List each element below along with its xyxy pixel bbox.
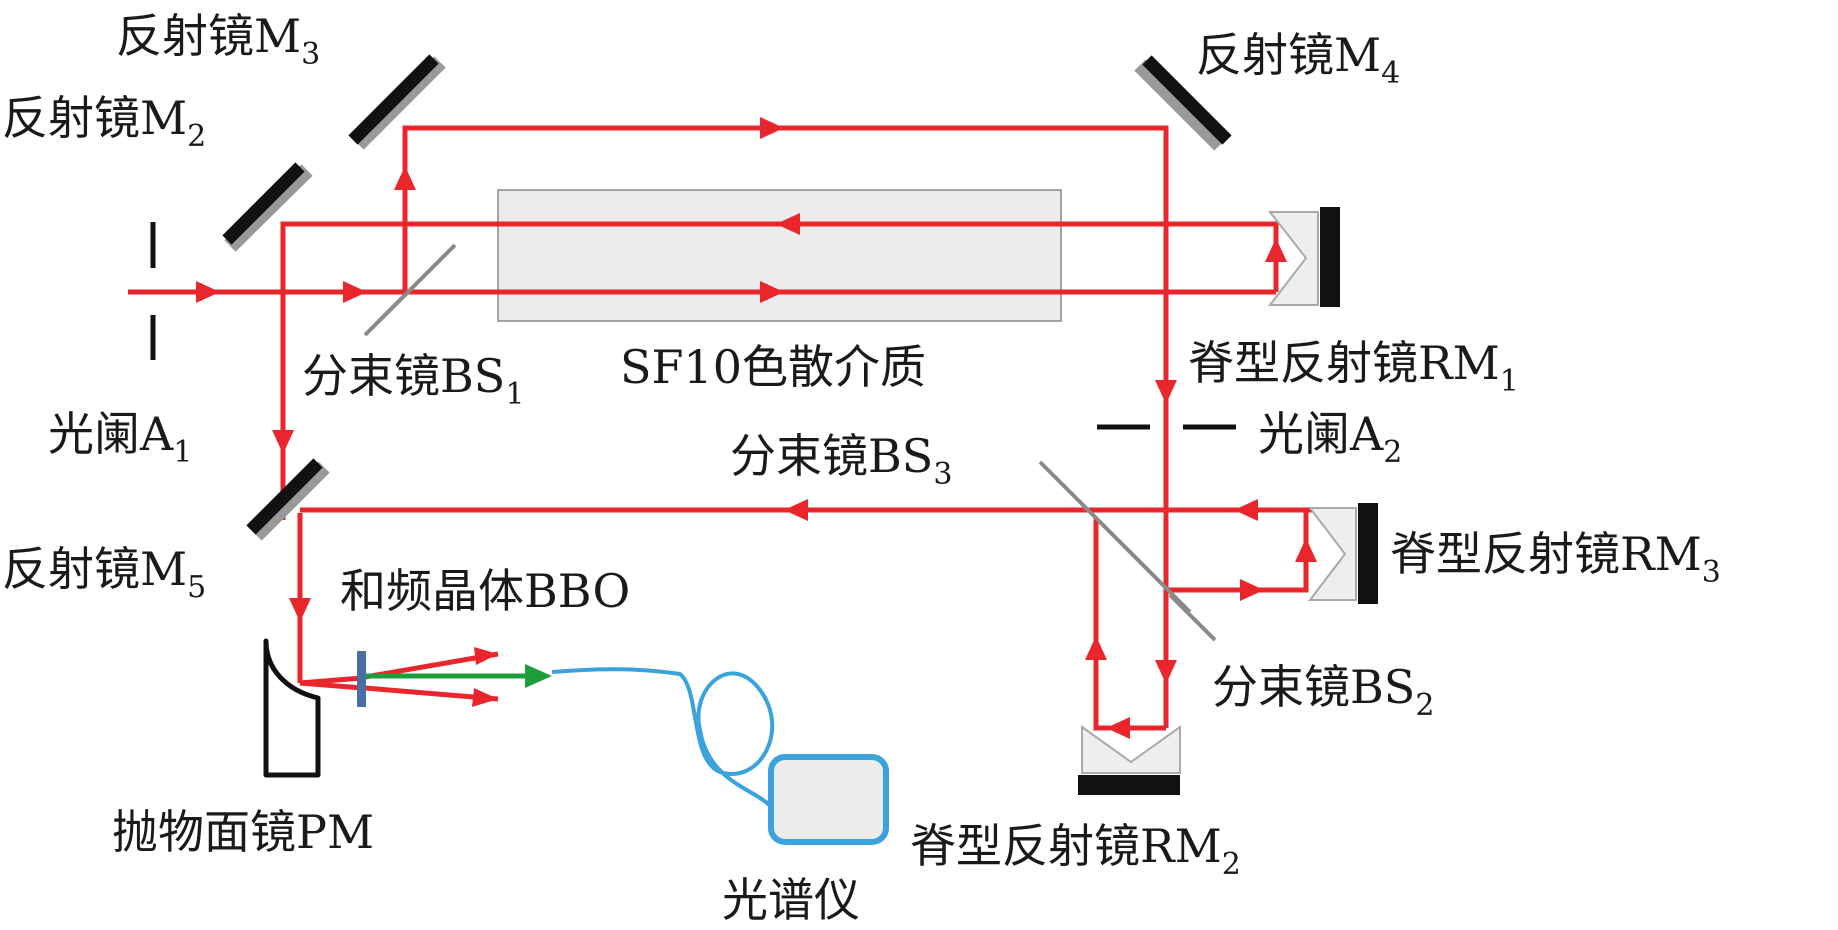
label-spectrometer: 光谱仪 [722, 873, 860, 927]
bbo-crystal [357, 651, 366, 707]
arrow-left-bs3 [784, 499, 808, 521]
arrow-down-rm2 [1155, 660, 1177, 684]
mirror-m4 [1134, 55, 1232, 151]
arrow-down-pm [289, 598, 311, 622]
label-m3: 反射镜M3 [116, 9, 320, 72]
beam-direction-arrows [196, 117, 1317, 739]
beam-splitter-bs1 [363, 243, 457, 337]
label-m2: 反射镜M2 [2, 91, 206, 154]
label-pm: 抛物面镜PM [112, 805, 374, 859]
arrow-medium-right [760, 281, 784, 303]
arrow-input-2 [343, 281, 367, 303]
label-bbo: 和频晶体BBO [340, 564, 630, 618]
label-rm2: 脊型反射镜RM2 [910, 819, 1241, 882]
label-sf10: SF10色散介质 [620, 340, 926, 394]
arrow-right-rm3 [1240, 579, 1264, 601]
arrow-input-1 [196, 281, 220, 303]
arrow-down-m4 [1155, 380, 1177, 404]
beam-splitter-bs2 [1168, 593, 1217, 642]
label-m5: 反射镜M5 [2, 542, 206, 605]
label-bs2: 分束镜BS2 [1212, 660, 1434, 723]
ridge-mirror-rm1 [1267, 207, 1340, 307]
optical-fiber [551, 667, 777, 816]
arrow-up-rm1 [1265, 238, 1287, 262]
arrow-medium-left [776, 213, 800, 235]
arrow-left-rm3 [1234, 499, 1258, 521]
mirror-m3 [348, 54, 446, 150]
mirror-m5 [246, 458, 330, 541]
arrow-bbo-lower [472, 688, 498, 707]
ridge-mirror-rm2 [1078, 725, 1181, 795]
label-bs1: 分束镜BS1 [302, 349, 524, 412]
arrow-top-right [760, 117, 784, 139]
label-bs3: 分束镜BS3 [730, 429, 952, 492]
beam-splitter-bs3 [1038, 460, 1192, 614]
label-a1: 光阑A1 [48, 407, 192, 470]
arrow-bbo-upper [474, 647, 498, 665]
arrow-up-rm3 [1295, 538, 1317, 562]
label-rm1: 脊型反射镜RM1 [1188, 336, 1519, 399]
label-rm3: 脊型反射镜RM3 [1390, 527, 1721, 590]
sum-frequency-arrow [525, 664, 552, 688]
parabolic-mirror [263, 638, 321, 778]
ridge-mirror-rm3 [1307, 503, 1378, 604]
arrow-left-rm2 [1106, 717, 1130, 739]
mirror-m2 [222, 162, 313, 252]
sf10-dispersive-medium [497, 189, 1062, 322]
arrow-up-m3 [394, 166, 416, 190]
arrow-down-m5 [272, 430, 294, 454]
beam-rm2-loop [1093, 518, 1166, 731]
beam-bs1-m3-m4 [402, 125, 1169, 728]
spectrometer-box [768, 754, 889, 845]
beam-pm-to-bbo [299, 675, 363, 691]
arrow-up-rm2 [1085, 636, 1107, 660]
label-a2: 光阑A2 [1258, 407, 1402, 470]
label-m4: 反射镜M4 [1196, 28, 1400, 91]
